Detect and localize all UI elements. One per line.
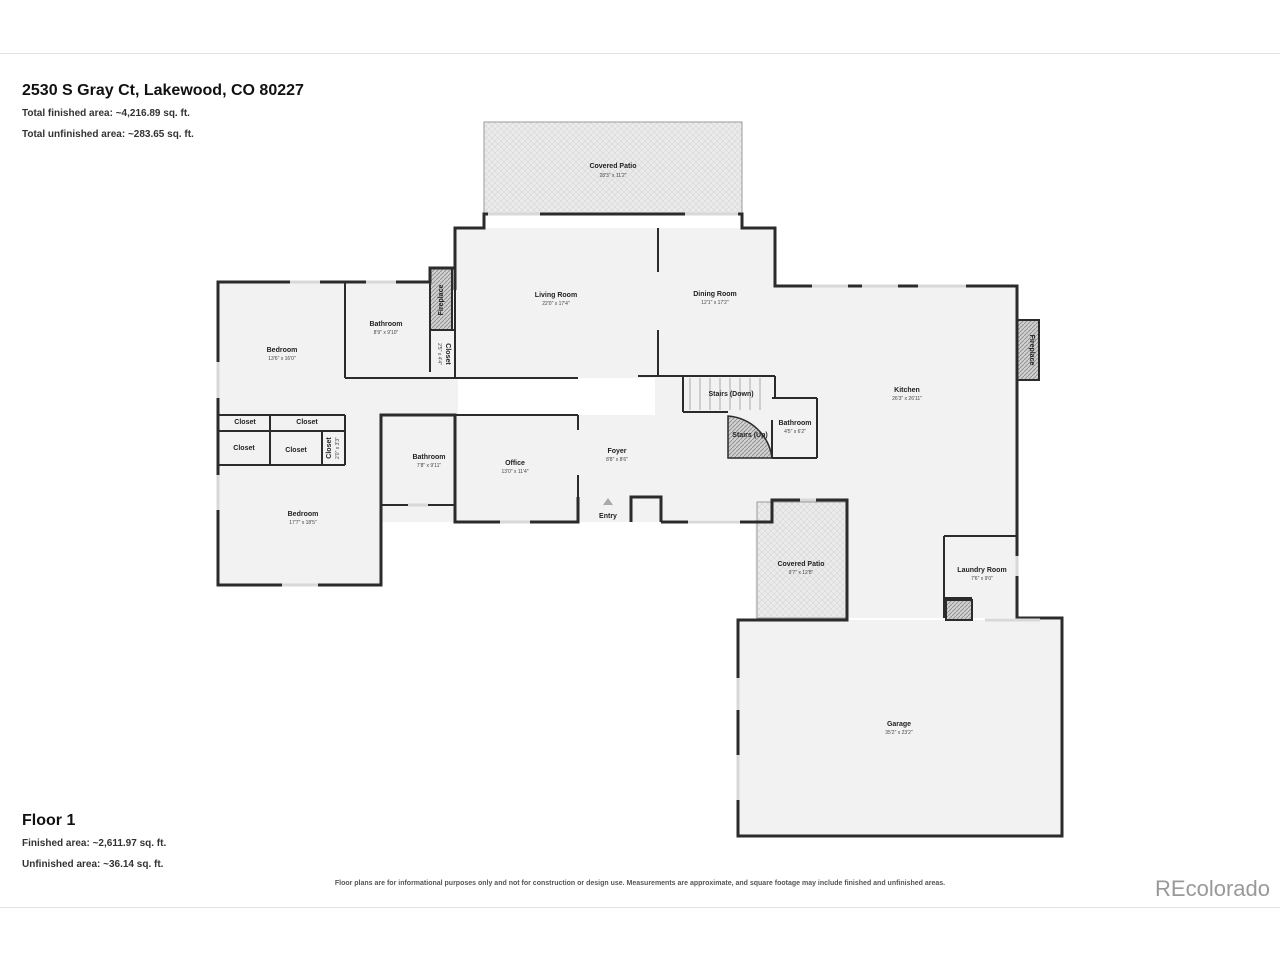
dim-closet-e: 2'0" x 3'3" (335, 437, 341, 459)
dim-covered-patio-top: 28'3" x 11'2" (599, 173, 626, 179)
label-closet-a: Closet (234, 419, 256, 426)
windows (216, 212, 1040, 800)
dim-covered-patio-small: 9'7" x 12'8" (789, 570, 814, 576)
label-laundry-room: Laundry Room (957, 567, 1006, 574)
label-fireplace-living: Fireplace (438, 285, 445, 316)
label-covered-patio-small: Covered Patio (777, 561, 824, 568)
label-closet-b: Closet (296, 419, 318, 426)
label-fireplace-kitchen: Fireplace (1028, 335, 1035, 366)
property-address: 2530 S Gray Ct, Lakewood, CO 80227 (22, 82, 304, 99)
dim-closet-small: 2'5" x 4'4" (436, 343, 442, 365)
dim-garage: 35'2" x 23'2" (885, 730, 913, 736)
laundry-hatch (945, 599, 973, 621)
label-bedroom-1: Bedroom (267, 347, 298, 354)
label-bathroom-1: Bathroom (369, 321, 402, 328)
dim-office: 13'0" x 11'4" (501, 469, 528, 475)
dim-bedroom-1: 13'6" x 16'0" (268, 356, 296, 362)
dim-foyer: 8'8" x 8'6" (606, 457, 628, 463)
label-living-room: Living Room (535, 292, 577, 299)
label-closet-d: Closet (285, 447, 307, 454)
dim-dining-room: 12'1" x 17'2" (701, 300, 729, 306)
dim-bedroom-2: 17'7" x 18'5" (289, 520, 317, 526)
label-entry: Entry (599, 513, 617, 520)
label-dining-room: Dining Room (693, 291, 737, 298)
floor-title: Floor 1 (22, 812, 76, 829)
floor-unfinished-area: Unfinished area: ~36.14 sq. ft. (22, 859, 164, 870)
label-closet-e: Closet (326, 437, 333, 459)
brand-logo: REcolorado (1155, 876, 1270, 901)
dim-bathroom-2: 7'8" x 9'11" (417, 463, 441, 469)
dim-kitchen: 26'3" x 26'11" (892, 396, 922, 402)
label-stairs-down: Stairs (Down) (708, 391, 753, 398)
floor-fill (218, 228, 1062, 836)
interior-walls (218, 228, 1017, 618)
label-foyer: Foyer (607, 448, 626, 455)
dim-laundry-room: 7'6" x 9'0" (971, 576, 993, 582)
stairs-down-treads (689, 378, 761, 410)
label-bathroom-3: Bathroom (778, 420, 811, 427)
label-office: Office (505, 460, 525, 467)
label-covered-patio-top: Covered Patio (589, 163, 636, 170)
label-garage: Garage (887, 721, 911, 728)
label-bathroom-2: Bathroom (412, 454, 445, 461)
total-unfinished-area: Total unfinished area: ~283.65 sq. ft. (22, 129, 194, 140)
dim-bathroom-3: 4'5" x 6'2" (784, 429, 806, 435)
dim-bathroom-1: 8'9" x 9'10" (374, 330, 399, 336)
label-closet-c: Closet (233, 445, 255, 452)
entry-arrow-icon (603, 498, 613, 505)
label-closet-small: Closet (444, 343, 451, 365)
label-bedroom-2: Bedroom (288, 511, 319, 518)
label-stairs-up: Stairs (Up) (732, 432, 767, 439)
label-kitchen: Kitchen (894, 387, 920, 394)
floor-finished-area: Finished area: ~2,611.97 sq. ft. (22, 838, 167, 849)
dim-living-room: 22'0" x 17'4" (542, 301, 570, 307)
disclaimer-text: Floor plans are for informational purpos… (334, 880, 946, 887)
total-finished-area: Total finished area: ~4,216.89 sq. ft. (22, 108, 190, 119)
